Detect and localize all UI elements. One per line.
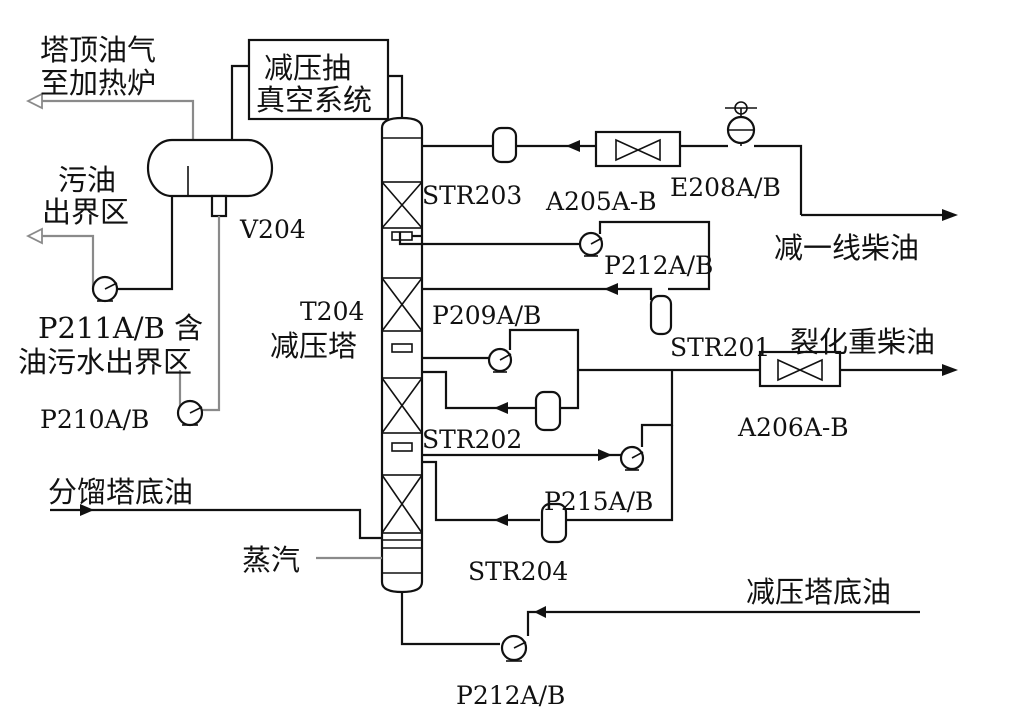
line3-draw <box>422 370 674 526</box>
pump-p212-top <box>578 231 604 257</box>
overhead-vapor-line <box>25 92 195 140</box>
filter-str202 <box>534 390 562 432</box>
slop-oil-line <box>25 196 174 291</box>
pump-p210 <box>176 399 204 427</box>
label-v204: V204 <box>239 215 306 244</box>
label-slop-line1: 污油 <box>58 163 116 197</box>
label-p209: P209A/B <box>432 301 541 330</box>
label-vacuum-line1: 减压抽 <box>264 51 351 85</box>
pump-p209 <box>487 347 513 373</box>
label-steam: 蒸汽 <box>242 543 300 577</box>
vacuum-system-box <box>247 38 390 121</box>
label-a205: A205A-B <box>545 187 657 216</box>
filter-str201 <box>649 294 673 336</box>
label-top-gas-line2: 至加热炉 <box>40 66 156 100</box>
label-top-gas-line1: 塔顶油气 <box>40 33 156 67</box>
label-t204: T204 <box>300 297 364 326</box>
label-t204-name: 减压塔 <box>270 329 357 363</box>
air-cooler-a205 <box>594 130 682 168</box>
label-p211-line1: P211A/B 含 <box>38 311 203 345</box>
label-a206: A206A-B <box>737 413 849 442</box>
line1-draw <box>398 220 711 300</box>
label-frac-bottom-oil: 分馏塔底油 <box>48 475 193 509</box>
label-p210: P210A/B <box>40 405 149 434</box>
label-p212-top: P212A/B <box>604 251 713 280</box>
feed-line <box>50 504 382 540</box>
label-str203: STR203 <box>422 181 522 210</box>
pump-p212-bottom <box>500 634 528 662</box>
bottoms-line <box>400 592 920 646</box>
pump-p211 <box>91 275 119 303</box>
vacuum-system-line <box>230 64 404 140</box>
label-slop-line2: 出界区 <box>42 195 129 229</box>
tower-t204 <box>380 116 424 594</box>
label-p212-bottom: P212A/B <box>456 681 565 710</box>
label-line1-product: 减一线柴油 <box>774 231 919 265</box>
pump-p215 <box>619 445 645 471</box>
label-vac-bottom-oil: 减压塔底油 <box>746 575 891 609</box>
filter-str203 <box>491 126 518 164</box>
label-cracked-diesel: 裂化重柴油 <box>790 325 935 359</box>
label-vacuum-line2: 真空系统 <box>256 83 372 117</box>
top-reflux-loop <box>422 140 958 221</box>
label-str202: STR202 <box>422 425 522 454</box>
separator-v204 <box>146 138 274 218</box>
label-str201: STR201 <box>670 333 770 362</box>
label-p215: P215A/B <box>544 487 653 516</box>
label-str204: STR204 <box>468 557 568 586</box>
exchanger-e208 <box>725 101 757 146</box>
label-e208: E208A/B <box>670 173 781 202</box>
label-p211-line2: 油污水出界区 <box>18 345 192 379</box>
filter-str204 <box>540 502 568 544</box>
line2-draw <box>422 328 958 414</box>
sour-water-line <box>178 216 221 412</box>
air-cooler-a206 <box>758 350 842 388</box>
